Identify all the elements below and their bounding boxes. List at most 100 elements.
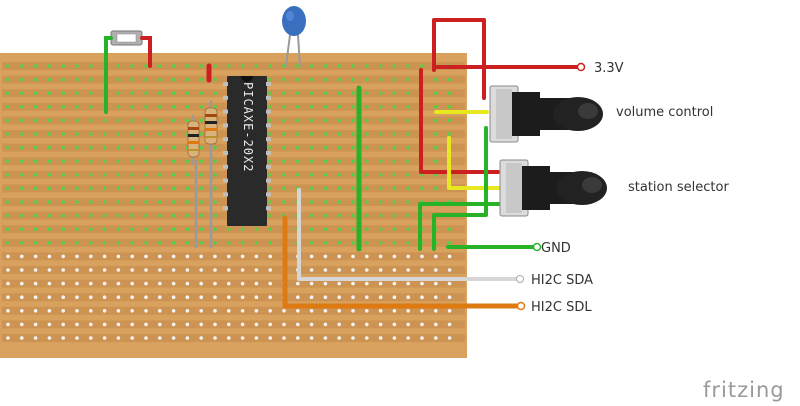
board-hole	[130, 309, 134, 313]
board-hole	[33, 213, 38, 218]
board-hole	[240, 309, 245, 313]
board-hole	[75, 241, 79, 245]
board-hole	[89, 295, 93, 300]
board-hole	[378, 309, 383, 313]
board-hole	[158, 105, 162, 109]
board-hole	[185, 322, 190, 327]
board-hole	[61, 200, 65, 204]
board-hole	[75, 145, 79, 150]
board-hole	[75, 268, 79, 272]
board-hole	[282, 322, 286, 327]
chip-pin	[266, 109, 271, 114]
board-hole	[351, 322, 355, 327]
board-hole	[378, 77, 383, 82]
board-hole	[392, 336, 397, 340]
board-hole	[351, 64, 355, 68]
board-hole	[309, 200, 314, 204]
board-hole	[365, 200, 369, 204]
board-hole	[6, 336, 10, 340]
board-hole	[309, 77, 314, 82]
board-hole	[20, 173, 24, 177]
board-hole	[144, 254, 148, 259]
board-hole	[144, 91, 148, 95]
board-hole	[392, 213, 397, 218]
board-hole	[171, 91, 176, 95]
board-hole	[420, 268, 424, 272]
ceramic-capacitor	[282, 6, 306, 67]
sdl-endpoint	[516, 301, 526, 311]
board-hole	[406, 336, 411, 340]
board-hole	[282, 159, 286, 163]
board-hole	[158, 186, 162, 191]
board-hole	[406, 213, 411, 218]
board-hole	[89, 268, 93, 272]
board-hole	[75, 186, 79, 191]
board-hole	[20, 118, 24, 123]
board-hole	[323, 105, 328, 109]
board-hole	[392, 159, 397, 163]
board-hole	[33, 254, 38, 259]
board-hole	[185, 200, 190, 204]
chip-pin	[223, 178, 228, 183]
picaxe-chip: PICAXE-20X2	[223, 76, 271, 226]
board-hole	[365, 105, 369, 109]
board-hole	[89, 322, 93, 327]
board-hole	[227, 336, 231, 340]
board-hole	[337, 77, 342, 82]
board-hole	[337, 295, 342, 300]
board-hole	[309, 322, 314, 327]
board-hole	[323, 241, 328, 245]
board-hole	[282, 132, 286, 136]
board-hole	[47, 77, 52, 82]
board-hole	[199, 227, 203, 231]
board-hole	[323, 64, 328, 68]
board-hole	[351, 77, 355, 82]
board-hole	[323, 281, 328, 286]
board-hole	[337, 213, 342, 218]
board-hole	[378, 105, 383, 109]
board-hole	[130, 268, 134, 272]
board-hole	[144, 295, 148, 300]
board-hole	[365, 64, 369, 68]
board-hole	[102, 295, 107, 300]
board-hole	[102, 227, 107, 231]
board-hole	[268, 77, 273, 82]
board-hole	[158, 309, 162, 313]
board-hole	[158, 268, 162, 272]
board-hole	[130, 186, 134, 191]
board-hole	[227, 241, 231, 245]
board-hole	[20, 159, 24, 163]
board-hole	[296, 322, 300, 327]
board-hole	[102, 159, 107, 163]
board-hole	[89, 173, 93, 177]
board-hole	[6, 77, 10, 82]
board-hole	[447, 254, 452, 259]
board-hole	[75, 322, 79, 327]
board-hole	[171, 241, 176, 245]
copper-strip	[2, 279, 465, 288]
board-hole	[116, 91, 121, 95]
board-hole	[33, 159, 38, 163]
board-hole	[89, 213, 93, 218]
board-hole	[365, 145, 369, 150]
board-hole	[323, 309, 328, 313]
board-hole	[6, 281, 10, 286]
board-hole	[323, 118, 328, 123]
board-hole	[378, 132, 383, 136]
board-hole	[378, 91, 383, 95]
board-hole	[144, 336, 148, 340]
board-hole	[20, 145, 24, 150]
board-hole	[75, 336, 79, 340]
board-hole	[447, 105, 452, 109]
board-hole	[365, 309, 369, 313]
v33-endpoint	[576, 62, 586, 72]
board-hole	[185, 64, 190, 68]
board-hole	[282, 77, 286, 82]
board-hole	[309, 268, 314, 272]
board-hole	[296, 145, 300, 150]
board-hole	[47, 105, 52, 109]
board-hole	[61, 186, 65, 191]
chip-pin	[223, 206, 228, 211]
board-hole	[447, 322, 452, 327]
board-hole	[61, 268, 65, 272]
